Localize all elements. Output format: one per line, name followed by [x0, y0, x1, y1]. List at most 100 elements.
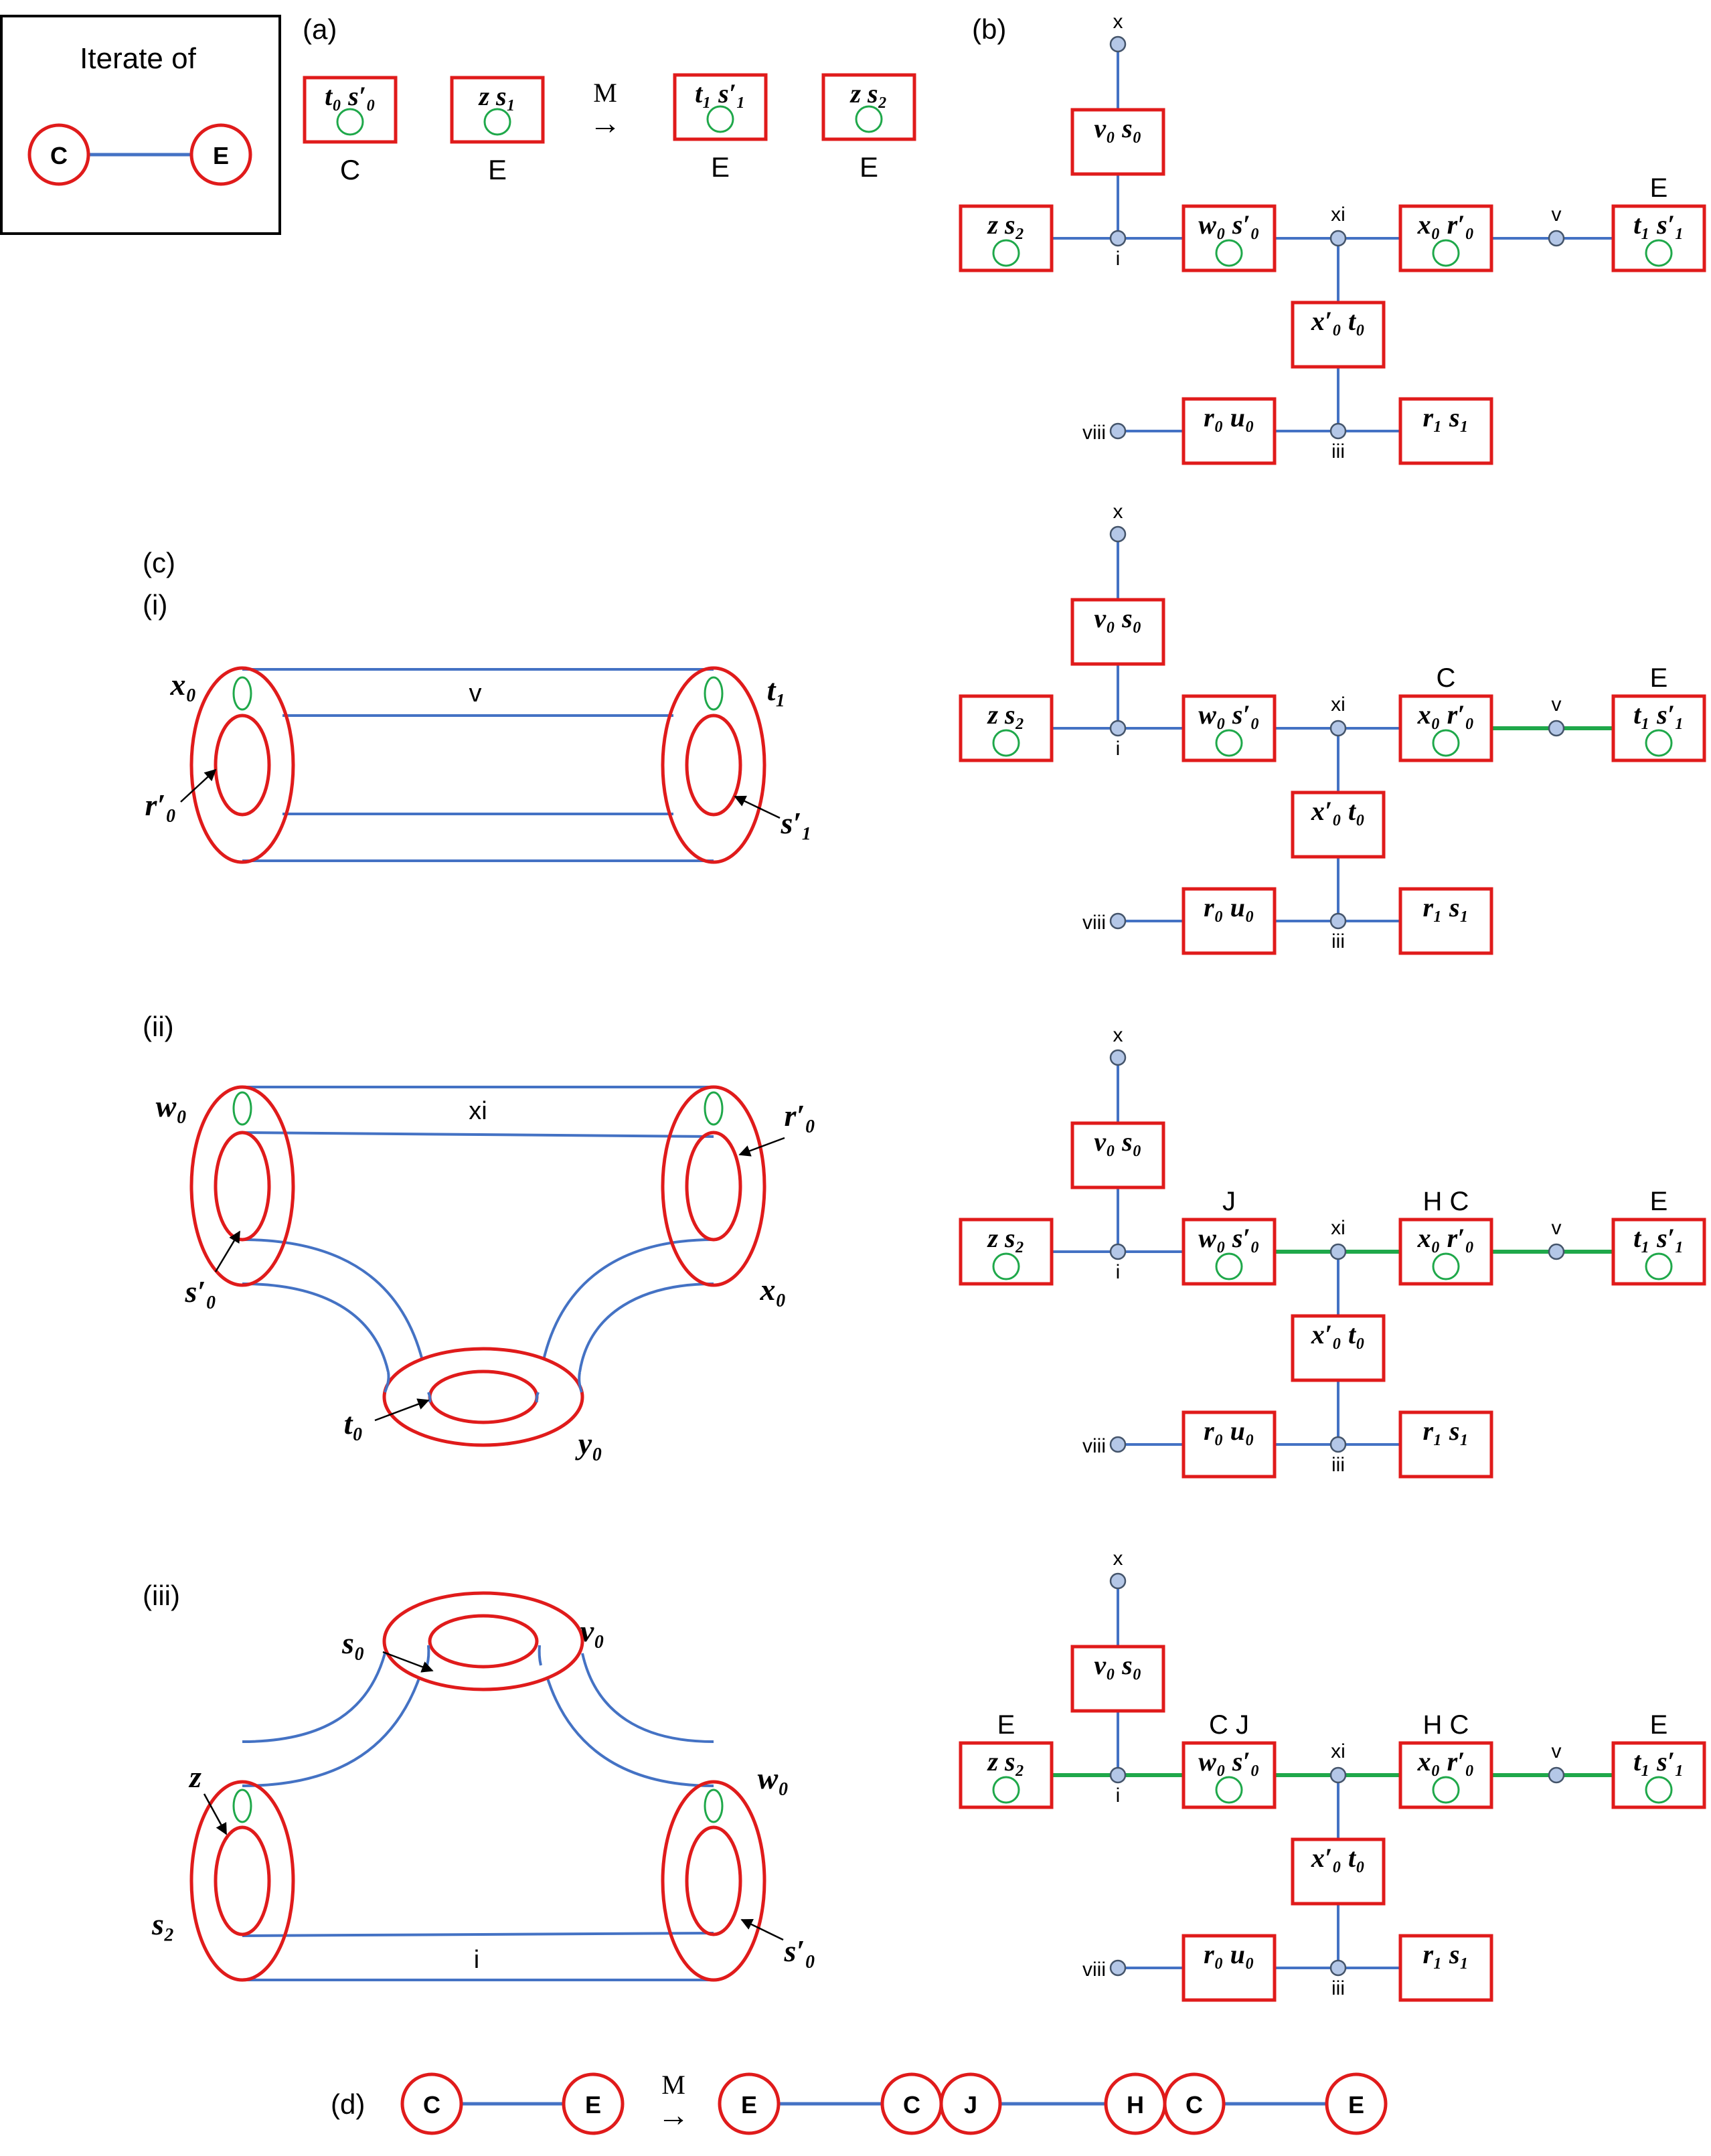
tree-box-x0pt0: x′₀ t₀	[1291, 301, 1386, 369]
tree-box-w0s0p-curve	[1215, 1252, 1243, 1280]
legend-node-e	[189, 123, 252, 186]
panel-d: (d) C E M → E C J H C E	[331, 2070, 1388, 2135]
tree-box-r1s1-label: r₁ s₁	[1422, 1416, 1469, 1446]
tree-box-x0r0p-curve	[1432, 239, 1460, 267]
tree-box-x0pt0: x′₀ t₀	[1291, 1837, 1386, 1906]
surface-ii-t0: t₀	[344, 1406, 363, 1440]
surface-ii-y0: y₀	[575, 1426, 602, 1461]
surface-iii-top-inner	[428, 1614, 539, 1669]
tree-vertex-iii	[1329, 422, 1347, 440]
surface-i-left-curve	[232, 676, 252, 711]
tree-vertex-viii	[1109, 422, 1127, 440]
tree-box-x0r0p-type: H C	[1423, 1710, 1469, 1740]
panel-a-box-1: t₀ s′₀ C	[303, 76, 398, 185]
surface-iii: i s₀ v₀ z w₀ s₂ s′₀	[151, 1591, 815, 1982]
panel-a-box-3-label: t₁ s′₁	[695, 78, 746, 108]
tree-box-t1s1p-curve	[1645, 1252, 1673, 1280]
panel-d-right-node-1-label: E	[741, 2091, 757, 2119]
tree-box-t1s1p-label: t₁ s′₁	[1633, 699, 1684, 730]
tree-box-zs2: z s₂	[959, 694, 1054, 762]
panel-a-box-2-label: z s₁	[477, 81, 515, 111]
tree-box-zs2-curve	[992, 729, 1020, 757]
tree-box-v0s0-label: v₀ s₀	[1094, 603, 1141, 633]
tree-vertex-v-label: v	[1552, 1740, 1562, 1762]
tree-box-v0s0-label: v₀ s₀	[1094, 1127, 1141, 1157]
surface-ii-right-curve	[704, 1091, 724, 1126]
panel-d-right-node-1	[718, 2072, 781, 2135]
surface-ii-w0: w₀	[156, 1089, 187, 1123]
surface-ii-edge-label: xi	[469, 1097, 487, 1125]
surface-ii-r0p: r′₀	[785, 1098, 816, 1133]
panel-d-right-node-3-label: J	[964, 2091, 977, 2119]
tree-box-t1s1p-type: E	[1650, 173, 1668, 203]
surface-iii-right-curve	[704, 1789, 724, 1823]
tree-box-t1s1p: t₁ s′₁E	[1611, 1187, 1706, 1286]
surface-ii-right-inner	[685, 1131, 742, 1242]
tree-vertex-i	[1109, 720, 1127, 737]
tree-box-t1s1p: t₁ s′₁E	[1611, 663, 1706, 762]
tree-box-v0s0: v₀ s₀	[1070, 1121, 1165, 1189]
tree-vertex-i	[1109, 1243, 1127, 1260]
panel-c-ii-label: (ii)	[143, 1011, 174, 1042]
panel-d-arrow: →	[657, 2098, 689, 2133]
tree-vertex-viii	[1109, 1436, 1127, 1453]
tree-box-zs2-label: z s₂	[986, 1746, 1024, 1776]
tree-box-w0s0p-type: C J	[1209, 1710, 1249, 1740]
tree-vertex-xi	[1329, 1766, 1347, 1784]
tree-box-x0r0p: x₀ r′₀H C	[1398, 1710, 1493, 1809]
tree-box-r1s1: r₁ s₁	[1398, 887, 1493, 955]
tree-box-w0s0p-label: w₀ s′₀	[1198, 1746, 1259, 1776]
legend-node-c	[27, 123, 90, 186]
panel-c-iii-label: (iii)	[143, 1580, 180, 1611]
panel-d-label: (d)	[331, 2088, 365, 2120]
tree-box-x0pt0-label: x′₀ t₀	[1311, 306, 1365, 336]
tree-box-t1s1p-curve	[1645, 1776, 1673, 1804]
surface-iii-right-inner	[685, 1825, 742, 1936]
tree-vertex-iii-label: iii	[1331, 1454, 1345, 1476]
legend: Iterate of C E	[0, 15, 281, 235]
surface-ii: xi w₀ r′₀ s′₀ x₀ t₀ y₀	[156, 1085, 816, 1461]
panel-a-box-4-type: E	[860, 151, 878, 183]
tree-box-zs2-curve	[992, 239, 1020, 267]
tree-vertex-x	[1109, 1572, 1127, 1590]
surface-i-s1p: s′₁	[781, 806, 813, 840]
tree-vertex-x	[1109, 35, 1127, 53]
panel-b-label: (b)	[972, 13, 1006, 45]
surface-i-right-curve	[704, 676, 724, 711]
panel-d-right-node-3	[939, 2072, 1002, 2135]
tree-box-zs2-type: E	[997, 1710, 1015, 1740]
tree-box-zs2: z s₂	[959, 204, 1054, 272]
panel-d-left-node-1-label: C	[423, 2091, 440, 2119]
tree-vertex-i-label: i	[1116, 1261, 1121, 1283]
panel-d-right-node-6	[1325, 2072, 1388, 2135]
tree-vertex-viii-label: viii	[1082, 1959, 1106, 1981]
tree-box-r0u0: r₀ u₀	[1182, 887, 1277, 955]
tree-vertex-xi-label: xi	[1331, 1740, 1346, 1762]
tree-box-x0r0p-curve	[1432, 1252, 1460, 1280]
tree-vertex-xi-label: xi	[1331, 693, 1346, 716]
tree-vertex-v	[1548, 1243, 1565, 1260]
tree-vertex-x	[1109, 1049, 1127, 1066]
panel-a-box-1-curve	[336, 108, 364, 136]
panel-a-box-3-type: E	[711, 151, 730, 183]
surface-ii-bottom-outer	[382, 1347, 584, 1447]
tree-vertex-xi	[1329, 720, 1347, 737]
surface-i-edge-label: v	[469, 679, 482, 708]
tree-box-r0u0: r₀ u₀	[1182, 1934, 1277, 2002]
tree-vertex-i-label: i	[1116, 248, 1121, 270]
panel-a-box-4-curve	[855, 105, 883, 133]
surface-ii-s0p: s′₀	[185, 1274, 217, 1309]
surface-iii-z: z	[188, 1760, 201, 1794]
tree-box-x0r0p-type: H C	[1423, 1187, 1469, 1216]
tree-box-r1s1: r₁ s₁	[1398, 1934, 1493, 2002]
tree-vertex-iii	[1329, 912, 1347, 930]
surface-i-right-inner	[685, 714, 742, 817]
tree-vertex-i-label: i	[1116, 1785, 1121, 1807]
tree-box-v0s0-label: v₀ s₀	[1094, 1650, 1141, 1680]
tree-box-x0r0p-curve	[1432, 1776, 1460, 1804]
panel-a-map-label: M	[593, 78, 617, 108]
tree-box-x0r0p: x₀ r′₀	[1398, 204, 1493, 272]
